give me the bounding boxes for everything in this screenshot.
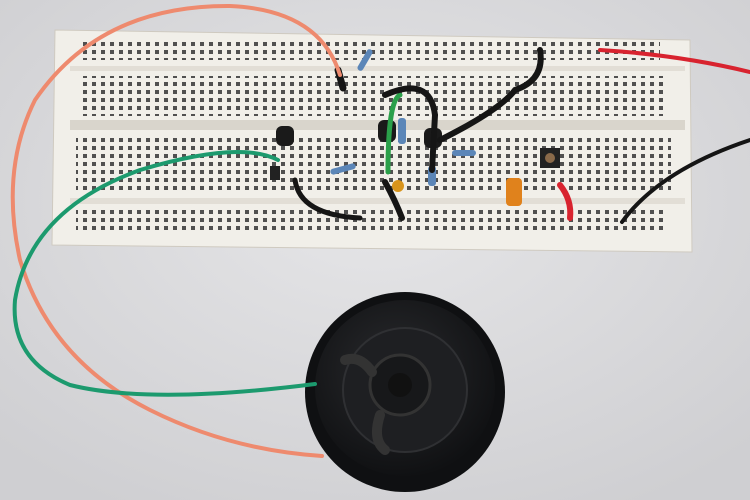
black-wire xyxy=(620,138,750,224)
bottom-power-rail xyxy=(76,210,666,230)
black-wire xyxy=(382,179,405,221)
black-wire xyxy=(382,85,439,173)
resistor-icon xyxy=(330,163,356,175)
orange-wire xyxy=(10,3,342,458)
external-wires xyxy=(10,3,750,458)
lower-terminal-area xyxy=(76,135,671,193)
resistor-icon xyxy=(452,150,476,156)
resistor-icon xyxy=(357,49,373,71)
black-wire xyxy=(437,47,544,143)
red-wire xyxy=(598,48,750,74)
green-wire xyxy=(12,150,317,397)
resistor-icon xyxy=(398,118,406,144)
transistor-icon xyxy=(270,166,280,180)
black-wire xyxy=(292,177,363,221)
speaker-icon xyxy=(305,292,505,492)
breadboard xyxy=(51,29,693,253)
red-wire xyxy=(557,182,574,221)
upper-terminal-area xyxy=(78,76,668,116)
capacitor-icon xyxy=(392,180,404,192)
green-wire xyxy=(385,92,403,175)
transistor-icon xyxy=(276,126,294,146)
capacitor-icon xyxy=(506,178,522,206)
